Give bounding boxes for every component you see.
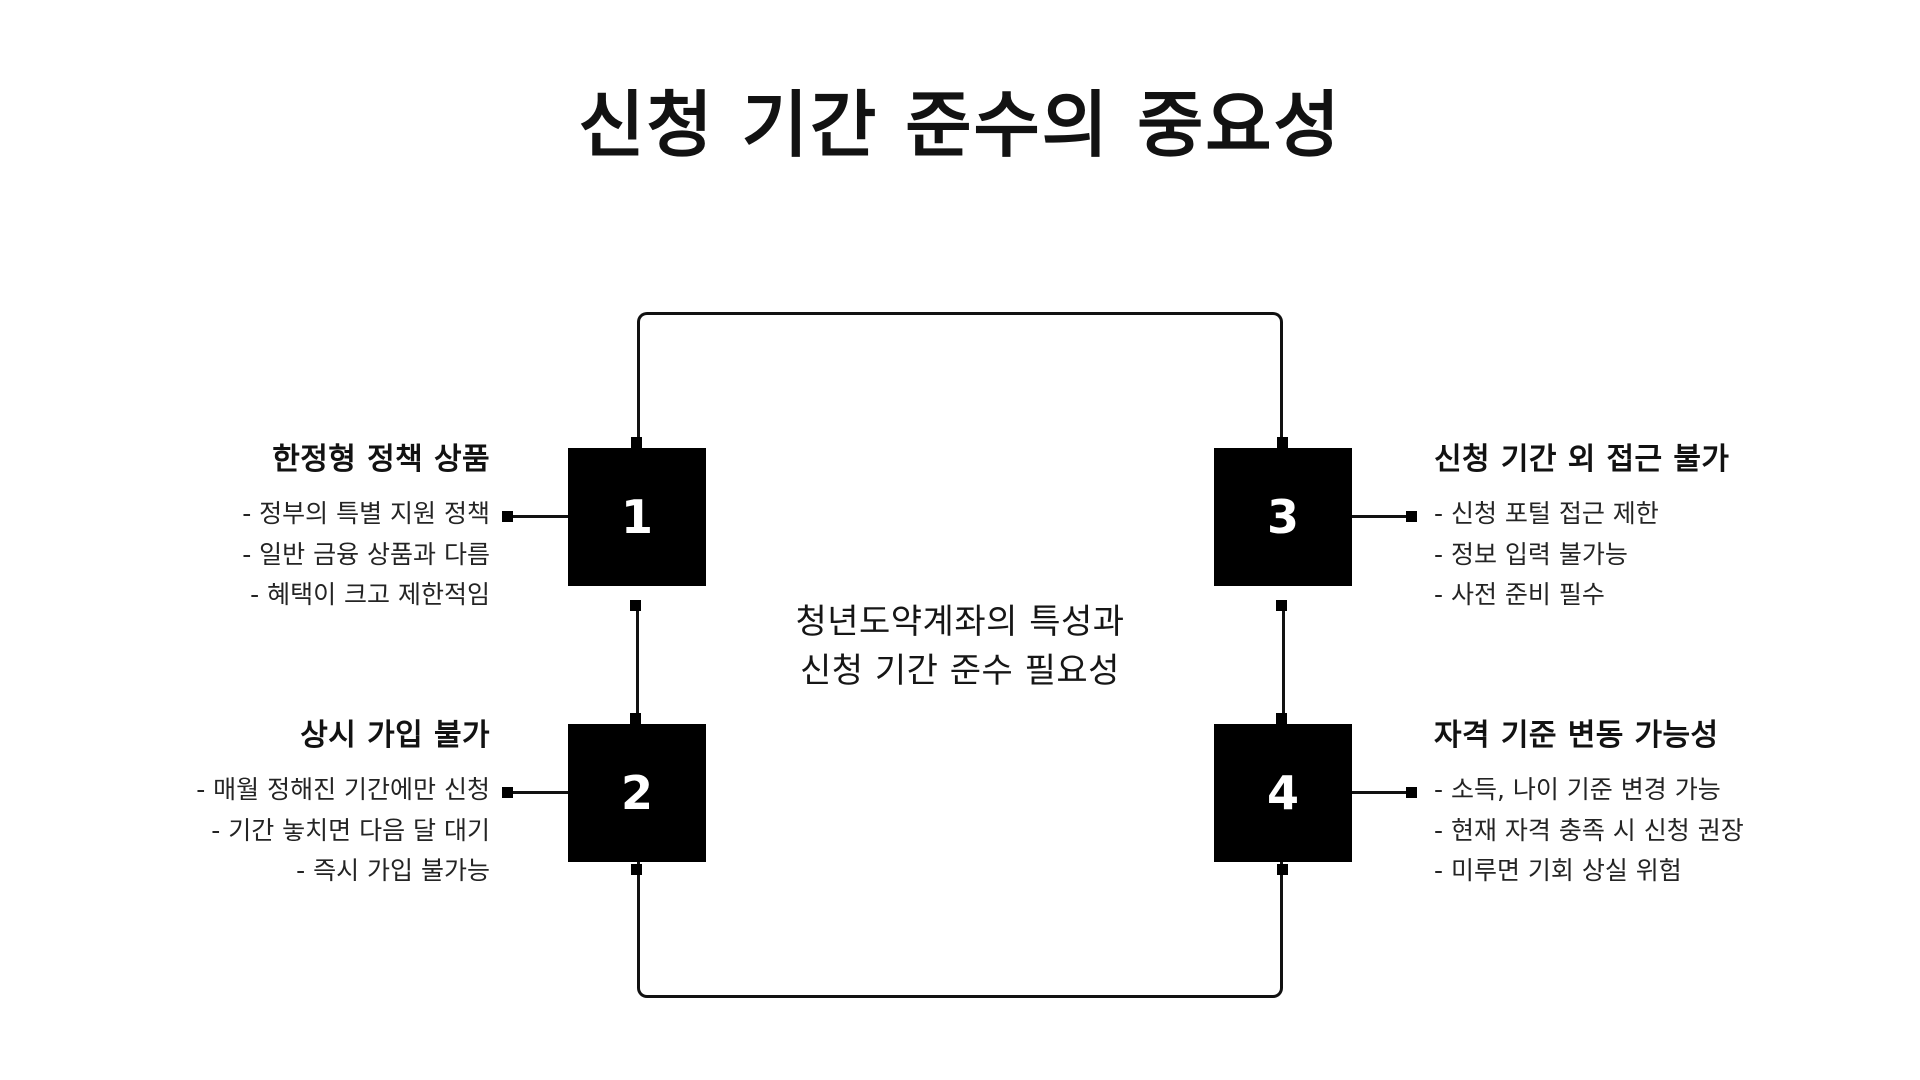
quadrant-text-3: 신청 기간 외 접근 불가 - 신청 포털 접근 제한 - 정보 입력 불가능 … xyxy=(1434,434,1784,616)
quadrant-bullet-1-3: - 혜택이 크고 제한적임 xyxy=(250,580,490,609)
connector-endpoint-left-vertical-top xyxy=(630,600,641,611)
connector-endpoint-2 xyxy=(502,787,513,798)
node-box-1[interactable]: 1 xyxy=(568,448,706,586)
connector-stub-1 xyxy=(508,515,568,518)
quadrant-text-2: 상시 가입 불가 - 매월 정해진 기간에만 신청 - 기간 놓치면 다음 달 … xyxy=(140,710,490,892)
connector-endpoint-right-vertical-bottom xyxy=(1276,713,1287,724)
node-box-4[interactable]: 4 xyxy=(1214,724,1352,862)
quadrant-bullet-4-1: - 소득, 나이 기준 변경 가능 xyxy=(1434,775,1721,804)
quadrant-bullet-1-1: - 정부의 특별 지원 정책 xyxy=(242,499,490,528)
node-number-1: 1 xyxy=(620,490,653,544)
node-number-4: 4 xyxy=(1266,766,1299,820)
connector-vertical-right xyxy=(1282,602,1285,724)
quadrant-bullet-2-2: - 기간 놓치면 다음 달 대기 xyxy=(211,815,490,845)
quadrant-heading-4: 자격 기준 변동 가능성 xyxy=(1434,718,1719,753)
connector-endpoint-bottom-left xyxy=(631,864,642,875)
quadrant-bullet-4-3: - 미루면 기회 상실 위험 xyxy=(1434,856,1682,885)
center-caption-line-1: 청년도약계좌의 특성과 xyxy=(795,602,1125,642)
quadrant-bullet-2-3: - 즉시 가입 불가능 xyxy=(296,856,490,885)
node-box-2[interactable]: 2 xyxy=(568,724,706,862)
node-box-3[interactable]: 3 xyxy=(1214,448,1352,586)
quadrant-heading-2: 상시 가입 불가 xyxy=(300,718,490,753)
center-caption-line-2: 신청 기간 준수 필요성 xyxy=(800,651,1120,692)
quadrant-bullet-1-2: - 일반 금융 상품과 다름 xyxy=(242,539,490,569)
page-title: 신청 기간 준수의 중요성 xyxy=(578,83,1342,167)
connector-endpoint-right-vertical-top xyxy=(1276,600,1287,611)
connector-stub-4 xyxy=(1352,791,1412,794)
connector-endpoint-3 xyxy=(1406,511,1417,522)
connector-stub-2 xyxy=(508,791,568,794)
connector-endpoint-left-vertical-bottom xyxy=(630,713,641,724)
connector-endpoint-bottom-right xyxy=(1277,864,1288,875)
quadrant-heading-3: 신청 기간 외 접근 불가 xyxy=(1434,442,1730,477)
connector-bracket-bottom xyxy=(637,862,1283,998)
connector-bracket-top xyxy=(637,312,1283,448)
quadrant-bullet-3-3: - 사전 준비 필수 xyxy=(1434,580,1605,609)
quadrant-heading-1: 한정형 정책 상품 xyxy=(272,442,490,477)
connector-endpoint-1 xyxy=(502,511,513,522)
connector-endpoint-top-right xyxy=(1277,437,1288,448)
connector-endpoint-top-left xyxy=(631,437,642,448)
node-number-2: 2 xyxy=(620,766,653,820)
connector-endpoint-4 xyxy=(1406,787,1417,798)
connector-stub-3 xyxy=(1352,515,1412,518)
quadrant-bullet-4-2: - 현재 자격 충족 시 신청 권장 xyxy=(1434,815,1744,845)
connector-vertical-left xyxy=(636,602,639,724)
node-number-3: 3 xyxy=(1266,490,1299,544)
quadrant-bullet-2-1: - 매월 정해진 기간에만 신청 xyxy=(196,775,490,804)
quadrant-text-4: 자격 기준 변동 가능성 - 소득, 나이 기준 변경 가능 - 현재 자격 충… xyxy=(1434,710,1784,892)
center-caption: 청년도약계좌의 특성과 신청 기간 준수 필요성 xyxy=(660,598,1260,697)
quadrant-text-1: 한정형 정책 상품 - 정부의 특별 지원 정책 - 일반 금융 상품과 다름 … xyxy=(140,434,490,616)
quadrant-bullet-3-2: - 정보 입력 불가능 xyxy=(1434,539,1628,569)
quadrant-bullet-3-1: - 신청 포털 접근 제한 xyxy=(1434,499,1659,528)
